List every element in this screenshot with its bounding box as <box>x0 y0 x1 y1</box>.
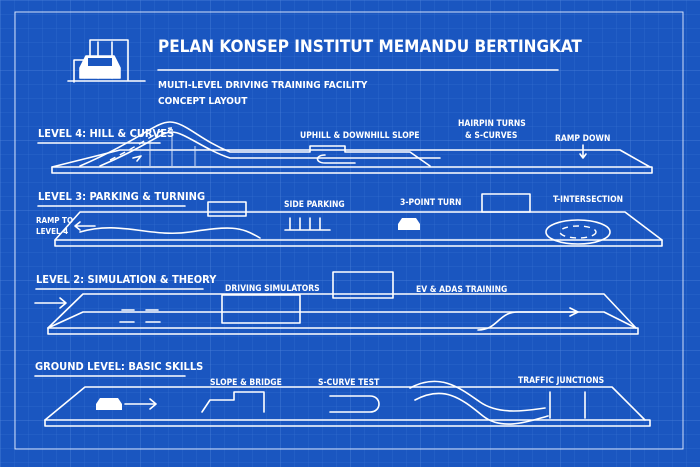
level-3-label: LEVEL 3: PARKING & TURNING <box>38 190 205 203</box>
callout-traffic-junctions: TRAFFIC JUNCTIONS <box>518 376 604 386</box>
ground-level-label: GROUND LEVEL: BASIC SKILLS <box>35 360 203 373</box>
callout-hairpin-1: HAIRPIN TURNS <box>458 119 526 129</box>
callout-t-intersection: T-INTERSECTION <box>553 195 623 205</box>
callout-slope-bridge: SLOPE & BRIDGE <box>210 378 282 388</box>
callout-hairpin-2: & S-CURVES <box>465 131 517 141</box>
frame-border <box>14 11 684 450</box>
callout-ramp-down: RAMP DOWN <box>555 134 610 144</box>
level-4-label: LEVEL 4: HILL & CURVES <box>38 127 174 140</box>
level-2-label: LEVEL 2: SIMULATION & THEORY <box>36 273 217 286</box>
page-title: PELAN KONSEP INSTITUT MEMANDU BERTINGKAT <box>158 37 582 57</box>
callout-ev-adas: EV & ADAS TRAINING <box>416 285 507 295</box>
subtitle-line-2: CONCEPT LAYOUT <box>158 96 248 107</box>
callout-side-parking: SIDE PARKING <box>284 200 345 210</box>
subtitle-line-1: MULTI-LEVEL DRIVING TRAINING FACILITY <box>158 80 368 91</box>
ground-level: GROUND LEVEL: BASIC SKILLS SLOPE & BRIDG… <box>34 360 651 427</box>
level-2: LEVEL 2: SIMULATION & THEORY DRIVING SIM… <box>34 271 639 335</box>
callout-s-curve-test: S-CURVE TEST <box>318 378 380 388</box>
callout-ramp-to: RAMP TO <box>36 216 73 225</box>
callout-driving-simulators: DRIVING SIMULATORS <box>225 284 320 294</box>
building-car-logo <box>67 39 146 83</box>
callout-uphill-downhill: UPHILL & DOWNHILL SLOPE <box>300 131 420 141</box>
callout-level-4: LEVEL 4 <box>36 227 68 236</box>
level-3: LEVEL 3: PARKING & TURNING SIDE PARKING … <box>36 190 663 247</box>
callout-3-point-turn: 3-POINT TURN <box>400 198 461 208</box>
level-4: LEVEL 4: HILL & CURVES UPHILL & DOWNHILL… <box>37 119 653 174</box>
